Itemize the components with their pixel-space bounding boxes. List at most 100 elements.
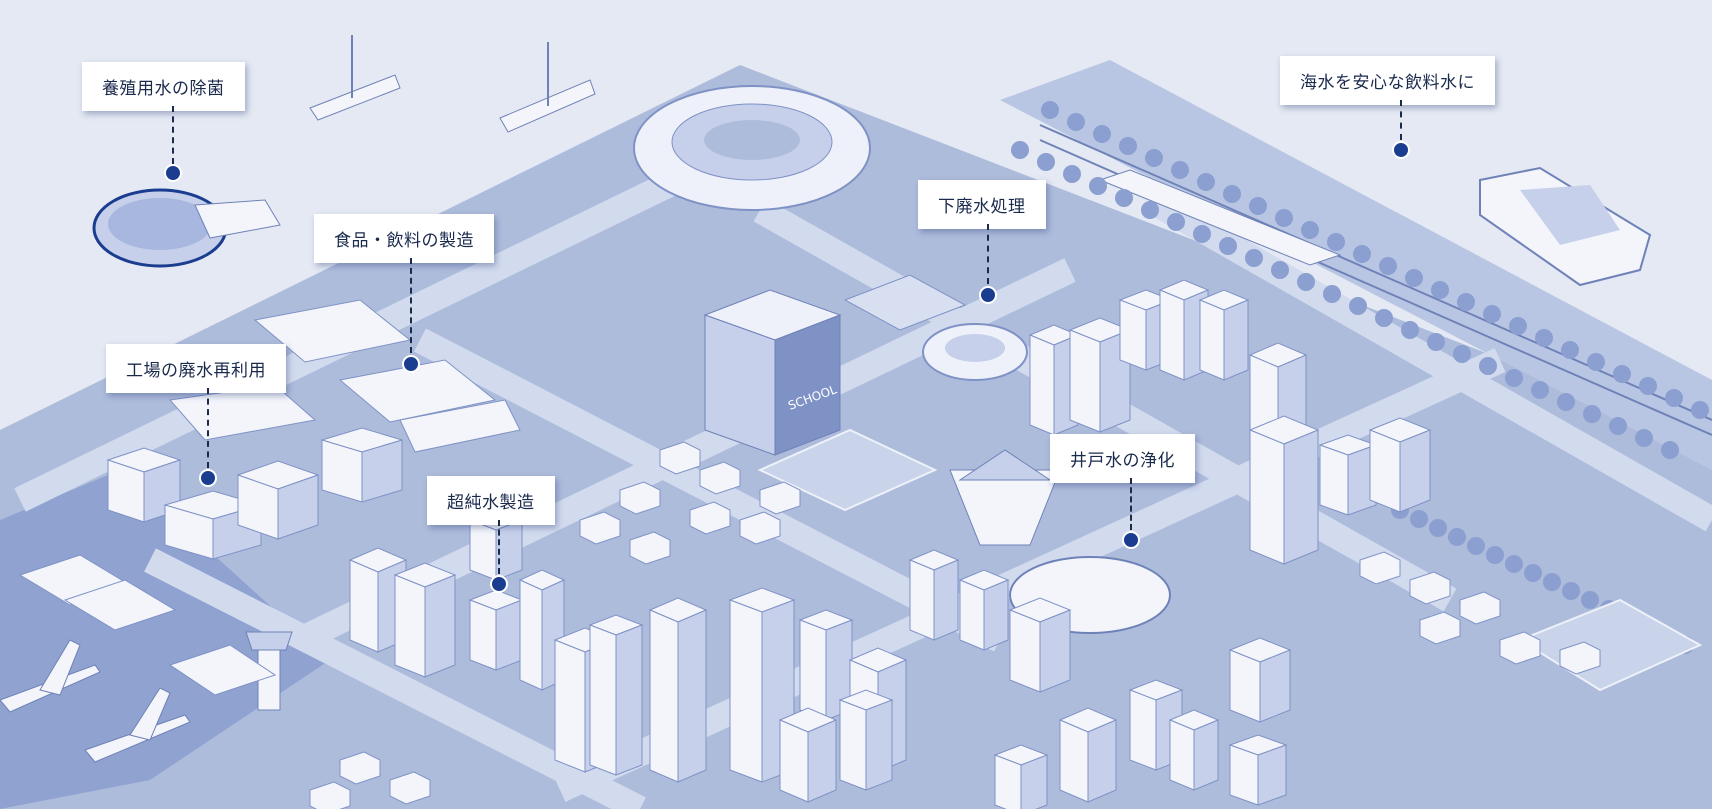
tree — [1167, 213, 1185, 231]
tree — [1275, 209, 1293, 227]
marker-sewage[interactable] — [979, 286, 997, 304]
tree — [1327, 233, 1345, 251]
house — [1459, 591, 1501, 625]
tree — [1145, 149, 1163, 167]
house — [739, 511, 781, 545]
train — [1098, 169, 1342, 266]
callout-well[interactable]: 井戸水の浄化 — [1050, 434, 1195, 483]
tree — [1349, 297, 1367, 315]
tree — [1467, 537, 1485, 555]
tree — [1089, 177, 1107, 195]
tree — [1249, 197, 1267, 215]
tree — [1543, 573, 1561, 591]
tree — [1093, 125, 1111, 143]
house — [1559, 641, 1601, 675]
leader-sewage — [987, 224, 989, 284]
tree — [1581, 591, 1599, 609]
tree — [1271, 261, 1289, 279]
airport-apron — [0, 470, 330, 809]
marker-well[interactable] — [1122, 531, 1140, 549]
leader-food — [410, 258, 412, 353]
building — [838, 689, 894, 791]
building — [1368, 417, 1432, 513]
tree — [1486, 546, 1504, 564]
house — [1419, 611, 1461, 645]
tree — [1427, 333, 1445, 351]
callout-ultrapure[interactable]: 超純水製造 — [427, 476, 555, 525]
tree — [1219, 237, 1237, 255]
building — [993, 744, 1049, 809]
marker-food[interactable] — [402, 355, 420, 373]
tree — [1041, 101, 1059, 119]
tree — [1193, 225, 1211, 243]
tree — [1505, 369, 1523, 387]
house — [699, 461, 741, 495]
building — [648, 597, 708, 783]
house — [759, 481, 801, 515]
temple — [949, 449, 1061, 546]
tree — [1067, 113, 1085, 131]
tree — [1410, 510, 1428, 528]
callout-aquaculture[interactable]: 養殖用水の除菌 — [82, 62, 245, 111]
tree — [1535, 329, 1553, 347]
building — [588, 614, 644, 776]
tree — [1661, 441, 1679, 459]
marker-seawater[interactable] — [1392, 141, 1410, 159]
fishing-boats — [309, 35, 596, 133]
building — [518, 569, 566, 691]
house — [1409, 571, 1451, 605]
factory-sheds — [169, 299, 521, 453]
house — [1359, 551, 1401, 585]
building — [798, 609, 854, 721]
building — [1248, 415, 1320, 565]
marker-ultrapure[interactable] — [490, 575, 508, 593]
tree — [1509, 317, 1527, 335]
leader-factory — [207, 388, 209, 468]
sewage-plant — [843, 274, 1028, 381]
building — [1228, 637, 1292, 723]
building — [908, 549, 960, 641]
building — [1198, 289, 1250, 381]
tree — [1448, 528, 1466, 546]
callout-sewage[interactable]: 下廃水処理 — [918, 180, 1046, 229]
tree — [1635, 429, 1653, 447]
tree — [1562, 582, 1580, 600]
marker-factory[interactable] — [199, 469, 217, 487]
building — [1228, 734, 1288, 806]
tree — [1401, 321, 1419, 339]
tree — [1453, 345, 1471, 363]
callout-seawater[interactable]: 海水を安心な飲料水に — [1280, 56, 1495, 105]
school-building — [703, 289, 842, 456]
leader-seawater — [1400, 100, 1402, 140]
tree — [1691, 401, 1709, 419]
tree — [1301, 221, 1319, 239]
house — [689, 501, 731, 535]
house — [629, 531, 671, 565]
tree — [1297, 273, 1315, 291]
tree — [1223, 185, 1241, 203]
tree — [1011, 141, 1029, 159]
leader-well — [1130, 478, 1132, 530]
hangars — [18, 554, 277, 696]
tree — [1524, 564, 1542, 582]
tree — [1479, 357, 1497, 375]
tree — [1583, 405, 1601, 423]
callout-factory[interactable]: 工場の廃水再利用 — [106, 344, 286, 393]
stadium — [633, 85, 871, 211]
callout-food[interactable]: 食品・飲料の製造 — [314, 214, 494, 263]
tree — [1561, 341, 1579, 359]
tree — [1609, 417, 1627, 435]
tree — [1245, 249, 1263, 267]
tree — [1115, 189, 1133, 207]
tree — [1197, 173, 1215, 191]
tree — [1639, 377, 1657, 395]
house — [1499, 631, 1541, 665]
building — [320, 427, 404, 503]
cruise-ship — [1479, 166, 1652, 287]
tree — [1505, 555, 1523, 573]
building — [778, 707, 838, 803]
marker-aquaculture[interactable] — [164, 164, 182, 182]
building — [1008, 597, 1072, 693]
